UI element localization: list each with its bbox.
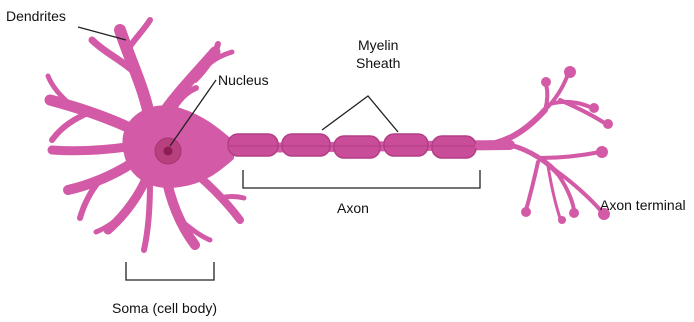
nucleus-label: Nucleus	[218, 72, 269, 88]
myelin-sheath-label: Myelin Sheath	[356, 36, 400, 72]
soma-label: Soma (cell body)	[112, 300, 217, 316]
dendrites-label: Dendrites	[6, 8, 66, 24]
axon-terminal-label: Axon terminal	[600, 197, 686, 213]
axon-label: Axon	[337, 200, 369, 216]
myelin-segment	[432, 136, 476, 158]
myelin-segment	[334, 136, 380, 158]
myelin-segment	[282, 134, 330, 156]
axon-bracket	[243, 170, 480, 188]
myelin-leader-lines	[322, 96, 398, 132]
soma-bracket	[126, 262, 214, 280]
nucleolus	[164, 147, 173, 156]
myelin-segment	[228, 134, 278, 156]
myelin-segment	[384, 134, 428, 156]
neuron	[48, 20, 613, 250]
myelin-sheath-label-line1: Myelin	[356, 36, 400, 54]
myelin-sheath-label-line2: Sheath	[356, 54, 400, 72]
